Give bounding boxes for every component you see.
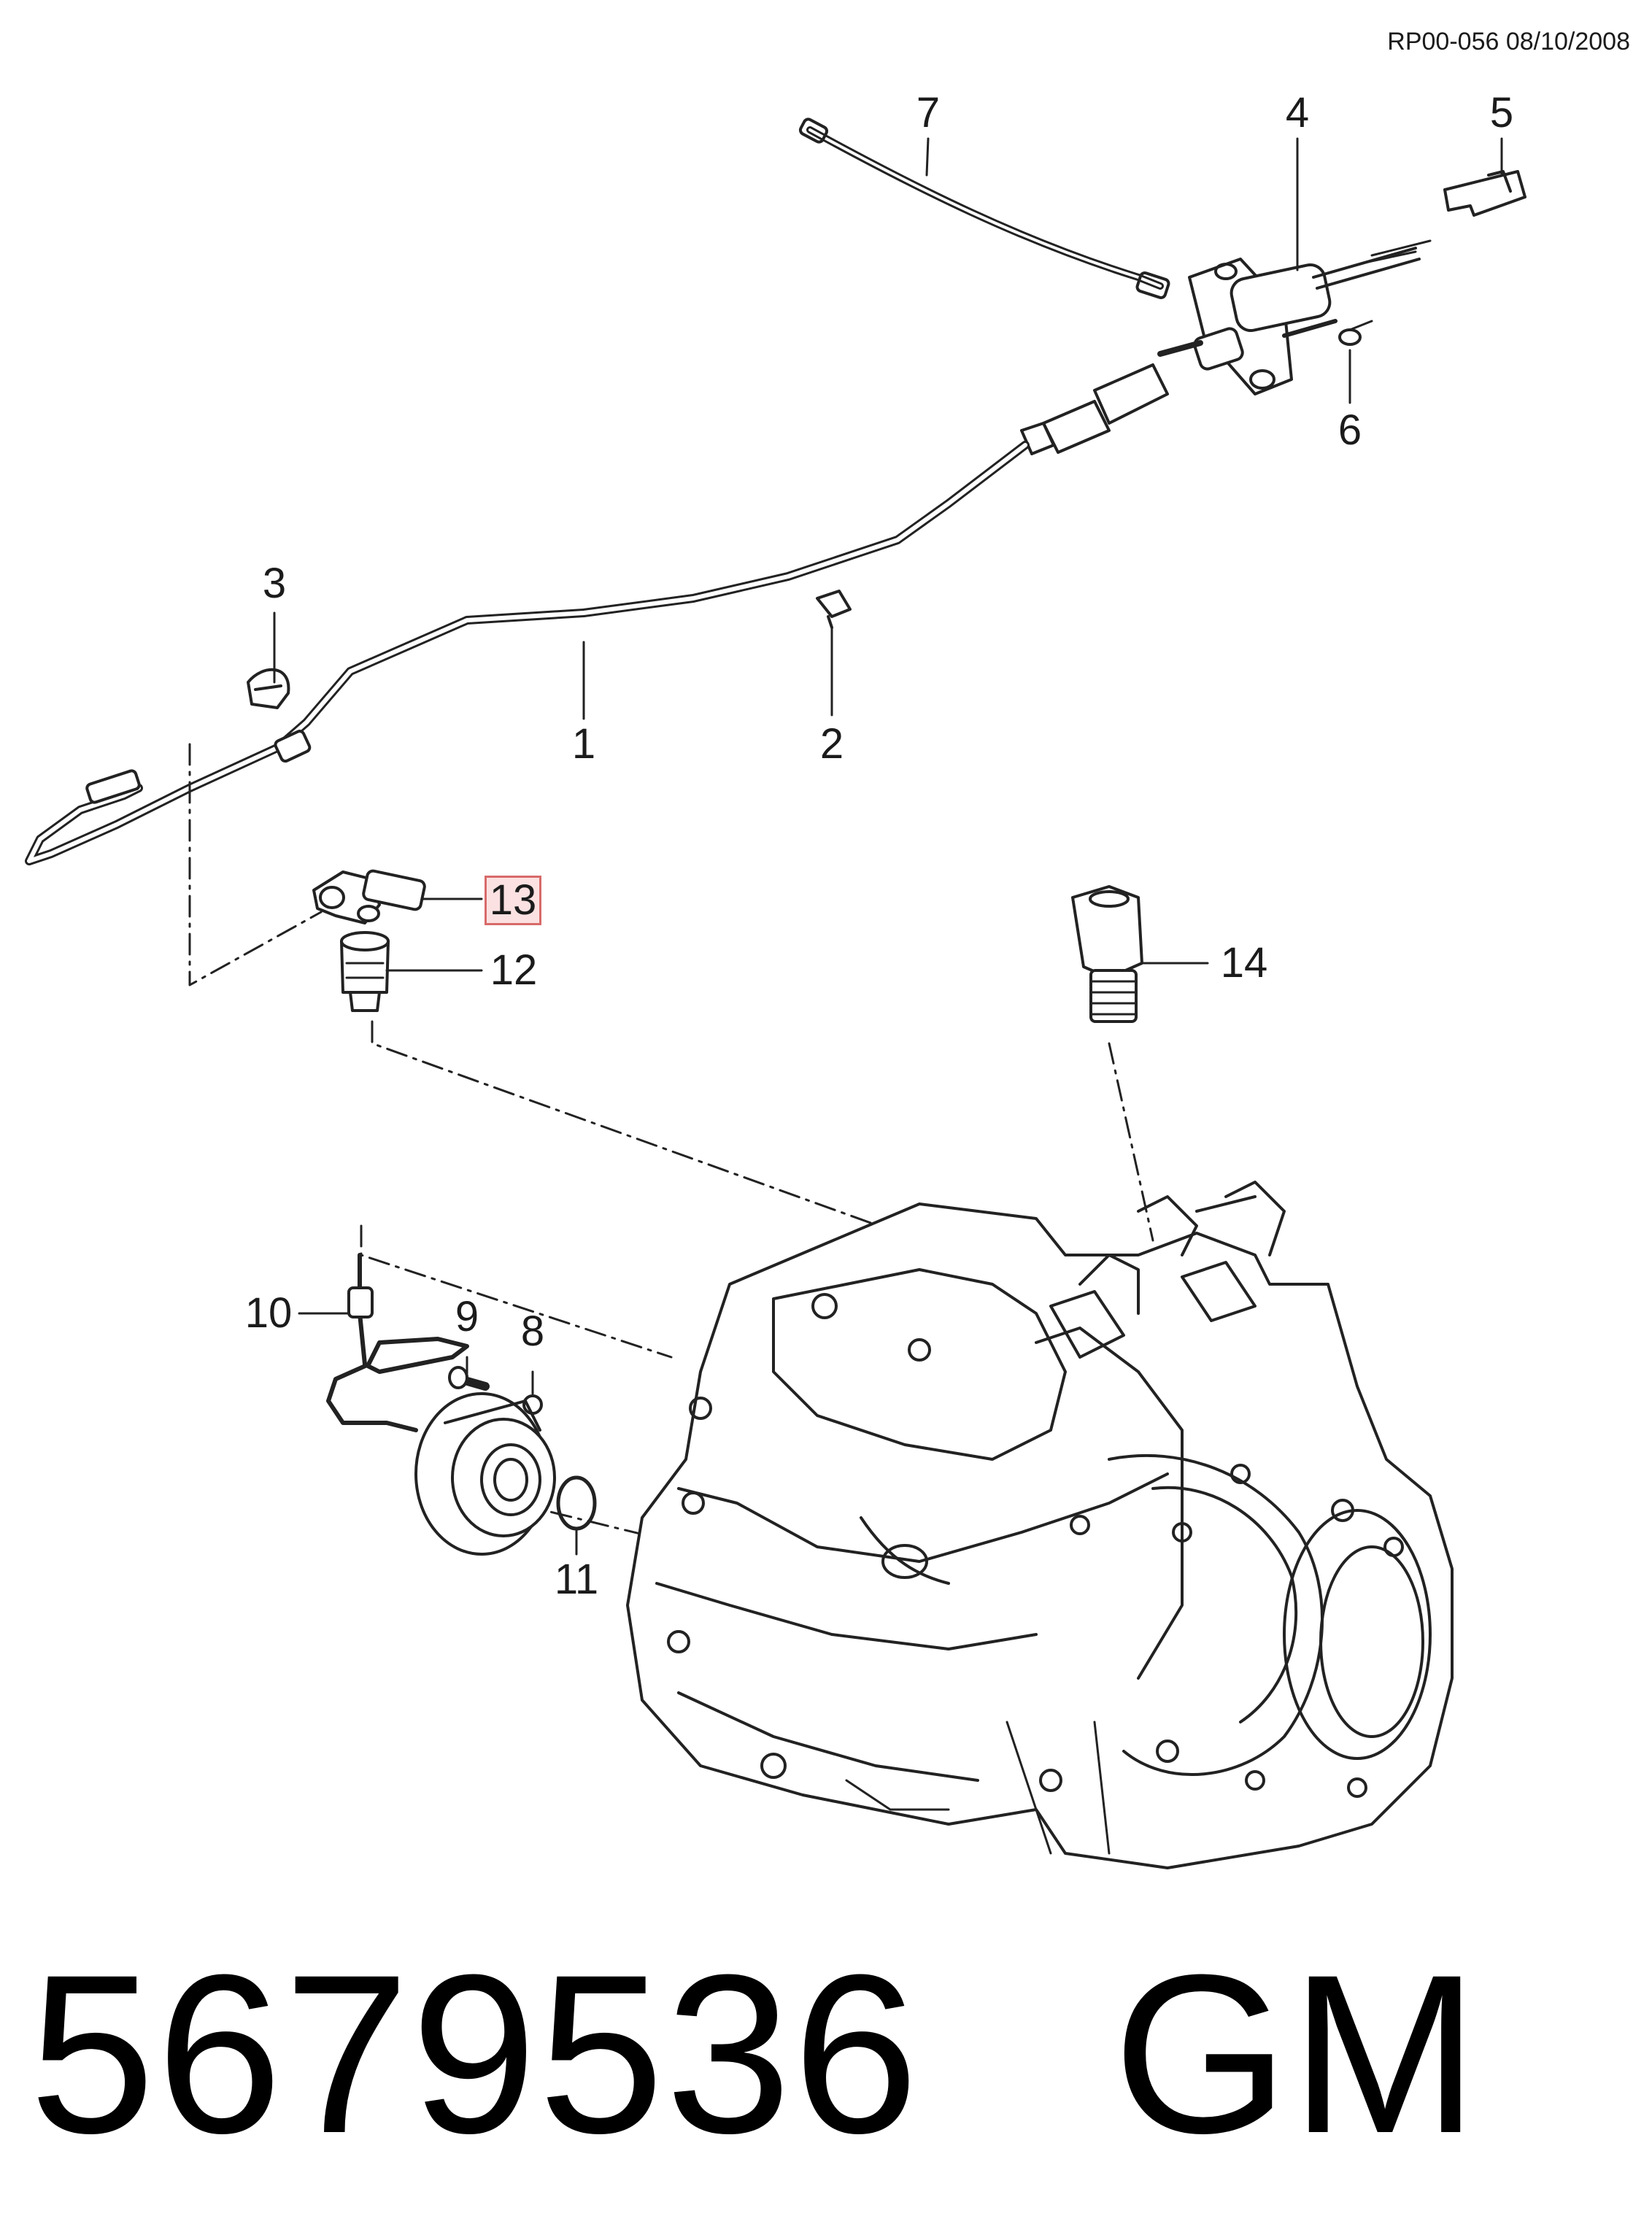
transmission-assembly [626,1181,1454,1869]
callout-13-highlighted[interactable]: 13 [485,876,541,925]
callout-10[interactable]: 10 [244,1289,293,1337]
part-4-master-cylinder [1020,239,1432,455]
document-code: RP00-056 08/10/2008 [1387,28,1630,55]
part-9-bolt [448,1366,490,1391]
callout-14[interactable]: 14 [1220,939,1268,986]
callout-2[interactable]: 2 [819,720,844,768]
part-10-bleed-pipe [326,1253,469,1432]
part-11-o-ring [556,1475,597,1531]
callout-leaders [273,137,1503,1556]
part-8-concentric-slave-cylinder [414,1392,556,1556]
part-13-bleed-fitting [312,869,426,924]
part-3-clip [247,668,290,709]
callout-3[interactable]: 3 [262,560,287,607]
part-2-clip [816,590,852,629]
callout-8[interactable]: 8 [520,1308,545,1355]
brand-name: GM [1113,1927,1481,2180]
part-number: 5679536 [29,1927,920,2180]
callout-9[interactable]: 9 [455,1293,479,1340]
callout-12[interactable]: 12 [490,946,538,994]
callout-1[interactable]: 1 [571,720,596,768]
part-1-clutch-pipe [25,441,1030,865]
part-6-nut [1338,320,1373,346]
callout-11[interactable]: 11 [554,1556,599,1603]
part-5-pushrod-clip [1443,170,1526,217]
part-7-supply-hose [798,117,1170,299]
part-number-label: 5679536 GM [29,1941,1481,2167]
part-12-adapter [340,931,390,1012]
callout-5[interactable]: 5 [1489,89,1514,136]
callout-7[interactable]: 7 [916,89,941,136]
callout-6[interactable]: 6 [1338,406,1362,454]
callout-4[interactable]: 4 [1285,89,1310,136]
part-14-sensor-switch [1071,885,1143,1023]
